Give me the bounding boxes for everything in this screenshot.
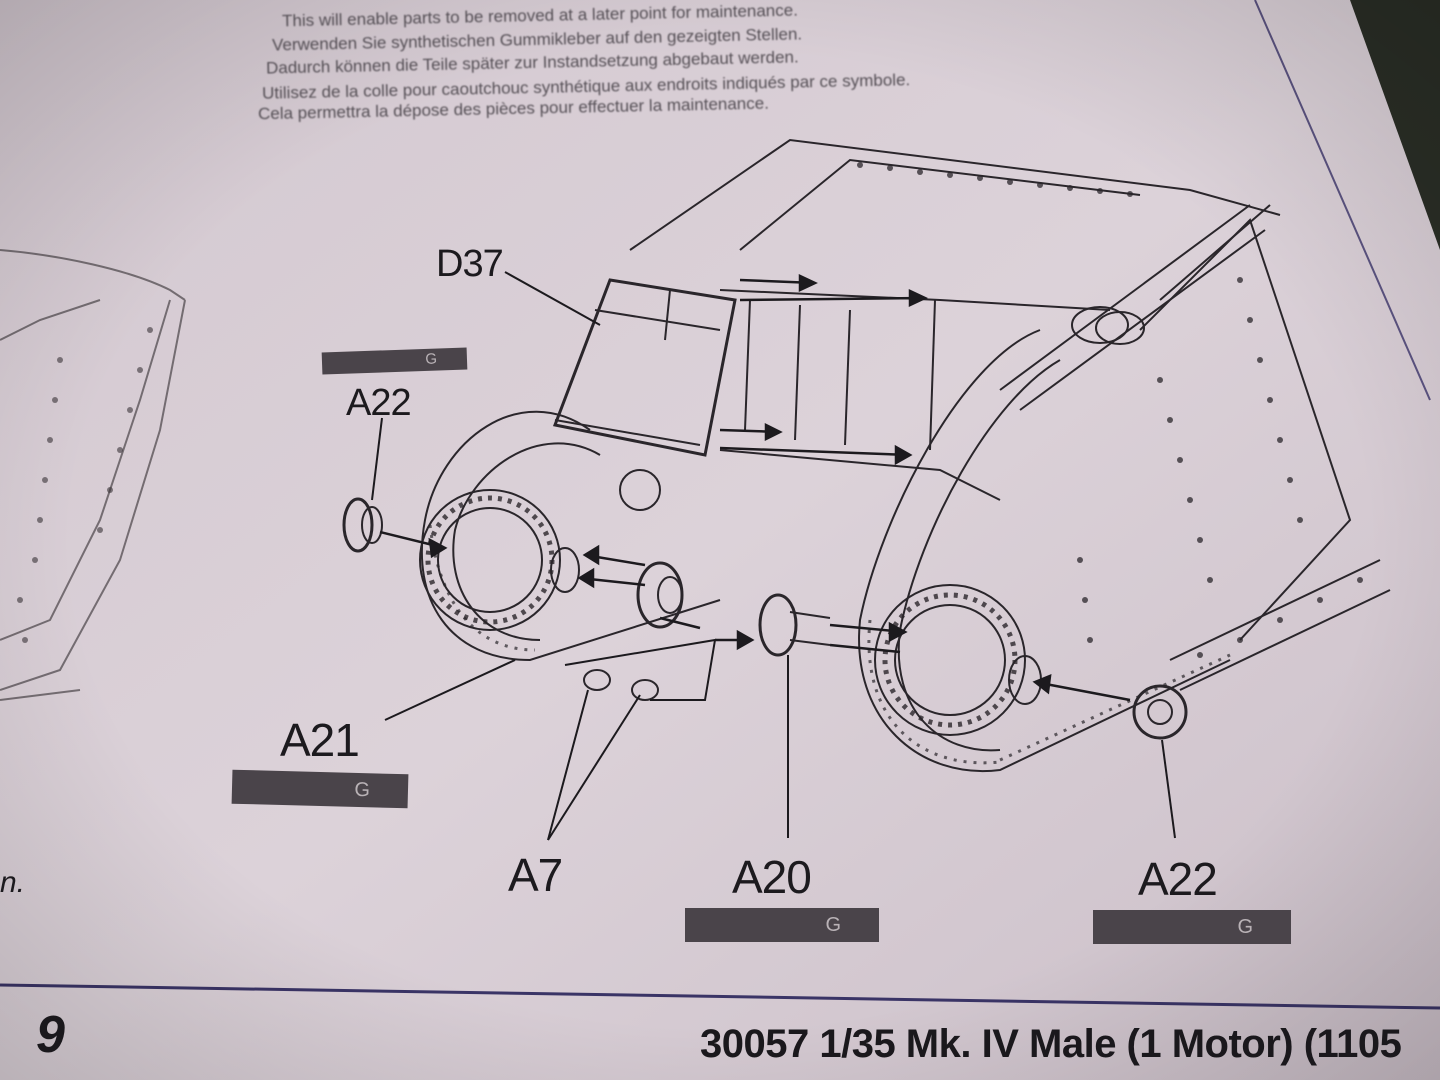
glue-code-bar: G xyxy=(231,769,409,809)
part-label-a21: A21 xyxy=(280,714,360,766)
part-label-a22-left: A22 xyxy=(346,382,412,424)
part-label-d37: D37 xyxy=(436,243,504,285)
glue-code-bar: G xyxy=(1093,910,1291,944)
part-label-a20: A20 xyxy=(732,851,812,903)
part-label-a7: A7 xyxy=(508,849,563,901)
part-label-a22-right: A22 xyxy=(1138,853,1218,905)
page-number: 9 xyxy=(36,1006,65,1064)
margin-text-fragment: n. xyxy=(0,866,26,899)
kit-title: 30057 1/35 Mk. IV Male (1 Motor) (1105 xyxy=(700,1022,1402,1066)
glue-code-bar: G xyxy=(685,908,879,942)
